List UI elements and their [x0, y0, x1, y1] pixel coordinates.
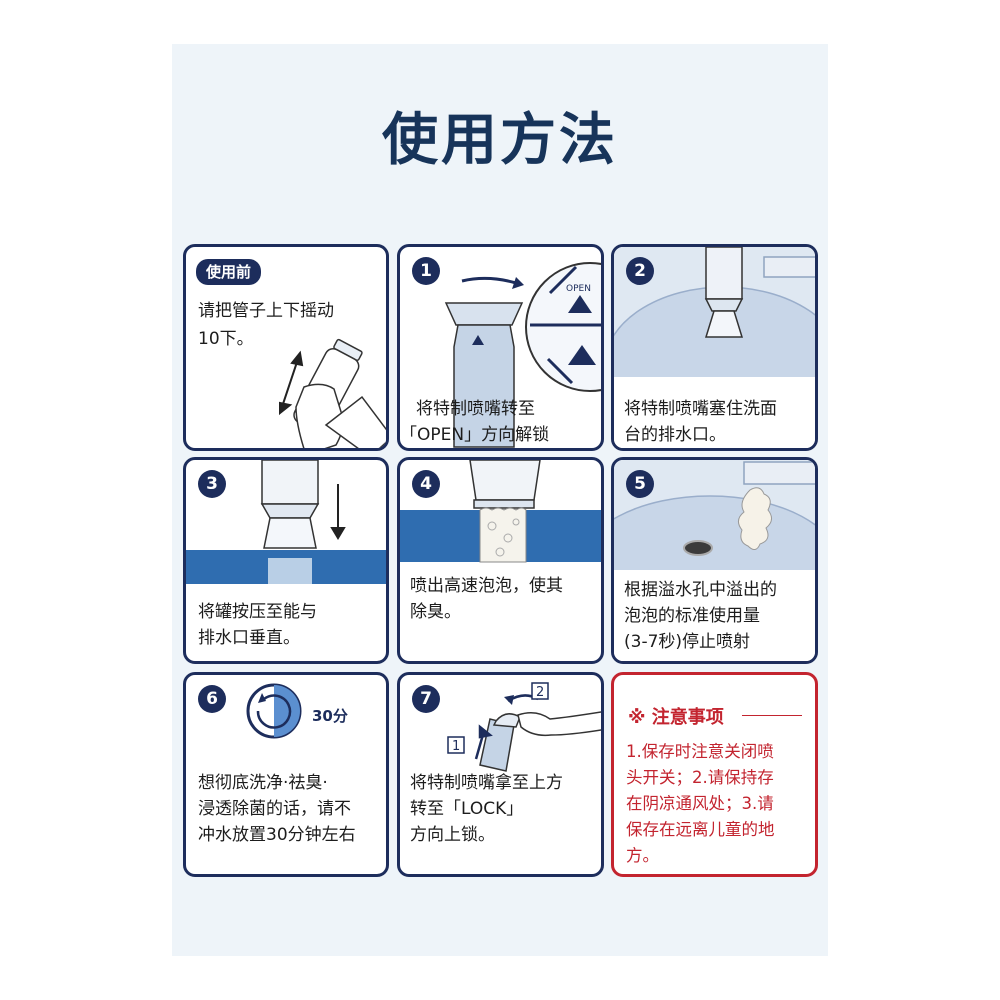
step-6-text-3: 冲水放置30分钟左右	[198, 825, 356, 845]
card-step-2: 2 将特制喷嘴塞住洗面 台的排水口。	[611, 244, 818, 451]
spray-can-upright	[705, 247, 743, 300]
step-1-text-2: 「OPEN」方向解锁	[400, 425, 550, 445]
notice-line-4: 保存在远离儿童的地	[626, 820, 775, 839]
before-use-text-2: 10下。	[198, 329, 254, 349]
step-3-text-2: 排水口垂直。	[198, 628, 300, 648]
step-4-text-2: 除臭。	[410, 602, 461, 622]
dial-detail	[525, 262, 601, 392]
shake-arrow-icon	[279, 350, 304, 416]
card-step-3: 3 将罐按压至能与 排水口垂直。	[183, 457, 389, 664]
down-arrow-icon	[330, 484, 346, 540]
spray-can-body	[453, 324, 515, 448]
callout-1-box	[447, 736, 465, 754]
timer-illustration	[246, 683, 302, 739]
overflow-foam-illustration	[614, 460, 815, 661]
timer-label: 30分	[312, 707, 348, 725]
step-7-text-2: 转至「LOCK」	[410, 799, 524, 819]
card-step-6: 6 30分 想彻底洗净·祛臭· 浸透除菌的话，请不 冲水放置30分钟左右	[183, 672, 389, 877]
step-2-text-2: 台的排水口。	[624, 425, 726, 445]
card-step-7: 7 1 2 将特制喷嘴拿至上方 转至「LOCK」 方向上锁。	[397, 672, 604, 877]
card-step-1: 1 OPEN 将特制喷嘴转至 「OPEN」方向解锁	[397, 244, 604, 451]
spray-can	[469, 460, 541, 501]
step-3-number: 3	[198, 470, 226, 498]
step-1-number: 1	[412, 257, 440, 285]
step-1-text-1: 将特制喷嘴转至	[416, 399, 535, 419]
page-title: 使用方法	[382, 108, 618, 173]
step-7-text-3: 方向上锁。	[410, 825, 495, 845]
nozzle-plug	[704, 310, 744, 338]
notice-line-3: 在阴凉通风处；3.请	[626, 794, 774, 813]
arm-shape	[324, 395, 386, 448]
notice-title: ※ 注意事项	[628, 707, 724, 728]
press-can-illustration	[186, 460, 386, 584]
notice-line-2: 头开关；2.请保持存	[626, 768, 774, 787]
step-7-text-1: 将特制喷嘴拿至上方	[410, 773, 563, 793]
callout-1: 1	[452, 739, 460, 754]
card-step-5: 5 根据溢水孔中溢出的 泡泡的标准使用量 (3-7秒)停止喷射	[611, 457, 818, 664]
notice-divider	[742, 715, 802, 716]
notice-body: 1.保存时注意关闭喷 头开关；2.请保持存 在阴凉通风处；3.请 保存在远离儿童…	[626, 739, 806, 869]
callout-2: 2	[536, 685, 544, 700]
step-5-text-2: 泡泡的标准使用量	[624, 606, 760, 626]
foam-overflow	[738, 487, 772, 550]
nozzle-cap	[492, 713, 521, 728]
foam-spray-illustration	[400, 460, 601, 563]
before-use-badge: 使用前	[196, 259, 262, 285]
callout-2-box	[531, 682, 549, 700]
step-6-number: 6	[198, 685, 226, 713]
drain-hole	[683, 540, 713, 556]
card-before-use: 使用前 请把管子上下摇动 10下。	[183, 244, 389, 451]
step-5-text-3: (3-7秒)停止喷射	[624, 632, 751, 652]
nozzle-lock-illustration: 1 2	[447, 682, 601, 772]
lift-arrow-icon	[474, 724, 493, 760]
hand-arm	[517, 711, 601, 737]
step-7-number: 7	[412, 685, 440, 713]
card-notice: ※ 注意事项 1.保存时注意关闭喷 头开关；2.请保持存 在阴凉通风处；3.请 …	[611, 672, 818, 877]
spray-can	[261, 460, 319, 505]
step-2-text-1: 将特制喷嘴塞住洗面	[624, 399, 777, 419]
rotate-arrow-icon	[461, 276, 517, 285]
notice-line-5: 方。	[626, 846, 659, 865]
faucet	[743, 461, 815, 485]
step-6-text-2: 浸透除菌的话，请不	[198, 799, 351, 819]
shake-bottle-illustration	[279, 338, 386, 448]
step-4-text-1: 喷出高速泡泡，使其	[410, 576, 563, 596]
before-use-text-1: 请把管子上下摇动	[198, 301, 334, 321]
notice-line-1: 1.保存时注意关闭喷	[626, 742, 774, 761]
up-triangle-icon-large	[568, 345, 596, 365]
nozzle-cap	[444, 302, 524, 326]
up-triangle-icon	[568, 295, 592, 313]
step-3-text-1: 将罐按压至能与	[198, 602, 317, 622]
card-step-4: 4 喷出高速泡泡，使其 除臭。	[397, 457, 604, 664]
step-5-text-1: 根据溢水孔中溢出的	[624, 580, 777, 600]
step-2-number: 2	[626, 257, 654, 285]
foam-column	[479, 507, 527, 563]
step-4-number: 4	[412, 470, 440, 498]
step-6-text-1: 想彻底洗净·祛臭·	[198, 773, 328, 793]
open-label: OPEN	[566, 284, 591, 294]
nozzle-open-illustration: OPEN	[444, 262, 601, 448]
faucet	[763, 256, 815, 278]
step-5-number: 5	[626, 470, 654, 498]
